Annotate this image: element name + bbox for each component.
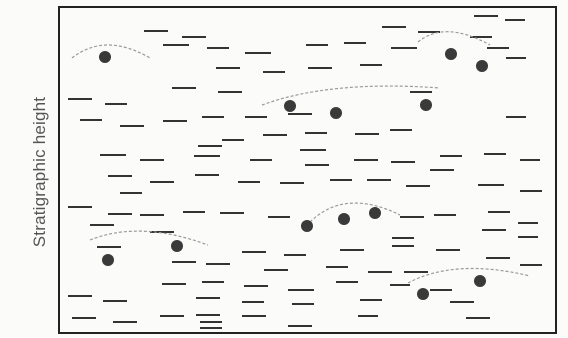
lamination-arc [408,268,530,283]
lamination-arc [90,231,208,245]
lamination-arc [72,45,150,58]
nodule-marker [476,60,488,72]
nodule-marker [474,275,486,287]
nodule-marker [369,207,381,219]
lamination-arc [418,32,490,45]
nodule-marker [102,254,114,266]
nodule-marker [301,220,313,232]
nodule-marker [338,213,350,225]
nodule-marker [171,240,183,252]
nodule-markers [99,48,488,300]
lamination-arc [310,203,400,222]
nodule-marker [445,48,457,60]
nodule-marker [417,288,429,300]
nodule-marker [284,100,296,112]
strata-dash-pattern [68,16,542,328]
nodule-marker [420,99,432,111]
nodule-marker [99,51,111,63]
nodule-marker [330,107,342,119]
curved-lamination-arcs [72,32,530,283]
